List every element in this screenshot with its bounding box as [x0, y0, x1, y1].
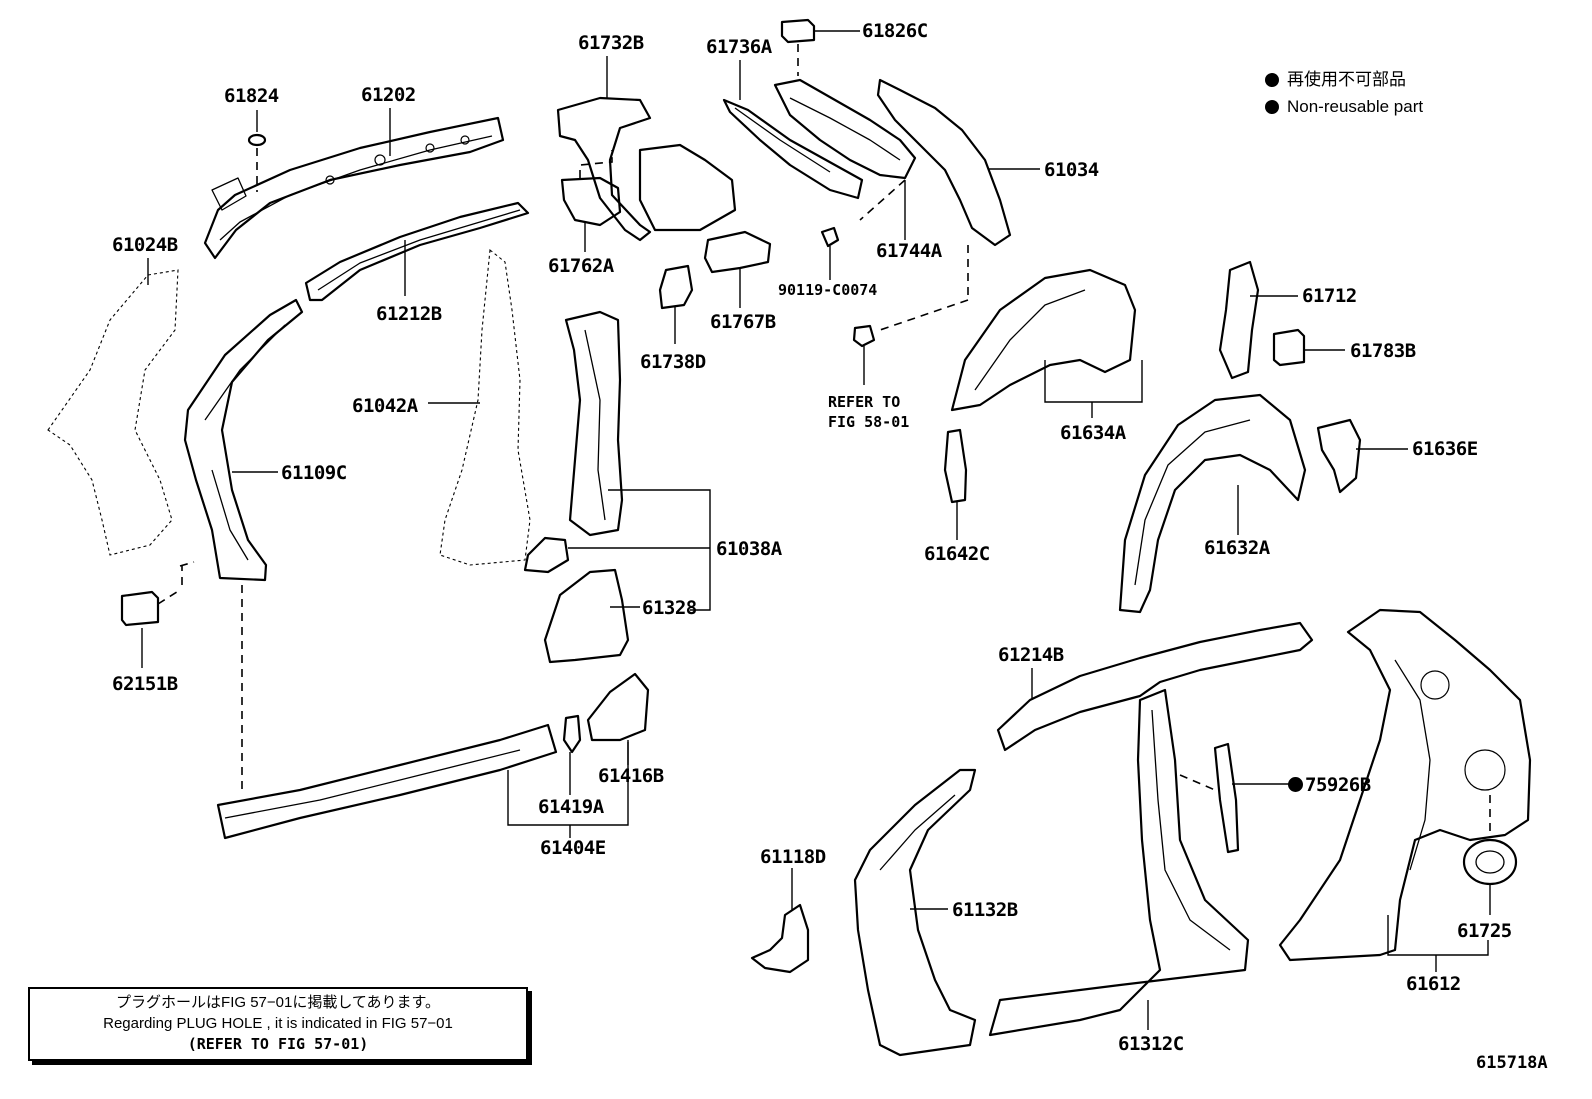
- legend-row-en: Non-reusable part: [1265, 93, 1423, 120]
- part-refer-bolt: [852, 324, 876, 385]
- label-61038A: 61038A: [716, 538, 782, 560]
- part-61132B: [853, 768, 977, 1057]
- label-61762A: 61762A: [548, 255, 614, 277]
- label-61634A: 61634A: [1060, 422, 1126, 444]
- part-75926B: [1179, 742, 1290, 854]
- label-61212B: 61212B: [376, 303, 442, 325]
- part-61419A: [562, 714, 582, 795]
- part-61024B: [47, 269, 179, 556]
- part-61312C: [988, 688, 1250, 1037]
- label-61214B: 61214B: [998, 644, 1064, 666]
- label-61612: 61612: [1406, 973, 1461, 995]
- part-61712: [1218, 260, 1298, 380]
- label-61202: 61202: [361, 84, 416, 106]
- label-61736A: 61736A: [706, 36, 772, 58]
- label-61404E: 61404E: [540, 837, 606, 859]
- plug-hole-note: プラグホールはFIG 57−01に掲載してあります。 Regarding PLU…: [28, 987, 528, 1061]
- refer-line-1: REFER TO: [828, 393, 901, 411]
- part-61042A: [439, 248, 531, 566]
- part-61202: [203, 108, 505, 260]
- bullet-icon: [1265, 99, 1279, 114]
- part-90119-C0074: [820, 226, 840, 280]
- note-ref: (REFER TO FIG 57-01): [187, 1035, 369, 1053]
- note-en: Regarding PLUG HOLE , it is indicated in…: [103, 1015, 453, 1032]
- part-61738D: [658, 264, 694, 344]
- bullet-icon: [1265, 72, 1279, 87]
- part-61404E: [216, 585, 629, 840]
- part-61824: [247, 133, 267, 147]
- legend-jp: 再使用不可部品: [1287, 70, 1406, 89]
- part-61744-bracket: [773, 78, 917, 240]
- refer-line-2: FIG 58-01: [828, 413, 910, 431]
- label-61712: 61712: [1302, 285, 1357, 307]
- note-jp: プラグホールはFIG 57−01に掲載してあります。: [116, 994, 440, 1011]
- label-61826C: 61826C: [862, 20, 928, 42]
- figure-id: 615718A: [1476, 1053, 1548, 1073]
- label-61328: 61328: [642, 597, 697, 619]
- label-61824: 61824: [224, 85, 279, 107]
- label-61034: 61034: [1044, 159, 1099, 181]
- part-61736A: [722, 60, 864, 200]
- label-61419A: 61419A: [538, 796, 604, 818]
- label-61738D: 61738D: [640, 351, 706, 373]
- label-61725: 61725: [1457, 920, 1512, 942]
- non-reusable-dot-icon: [1288, 777, 1303, 792]
- part-61034: [876, 78, 1040, 331]
- legend-row-jp: 再使用不可部品: [1265, 66, 1423, 93]
- legend: 再使用不可部品 Non-reusable part: [1265, 66, 1423, 120]
- label-61109C: 61109C: [281, 462, 347, 484]
- label-62151B: 62151B: [112, 673, 178, 695]
- part-61416B: [586, 672, 650, 765]
- label-61744A: 61744A: [876, 240, 942, 262]
- label-61642C: 61642C: [924, 543, 990, 565]
- part-62151B: [120, 561, 195, 668]
- part-61118D: [750, 868, 810, 974]
- label-90119-C0074: 90119-C0074: [778, 281, 878, 299]
- part-61636E: [1316, 418, 1408, 494]
- part-61038A: [523, 310, 711, 611]
- part-61214B: [996, 621, 1314, 752]
- label-61042A: 61042A: [352, 395, 418, 417]
- part-61612: [1278, 608, 1532, 972]
- label-61312C: 61312C: [1118, 1033, 1184, 1055]
- part-61328: [543, 568, 640, 664]
- label-75926B: 75926B: [1288, 776, 1371, 795]
- part-61212B: [304, 201, 530, 302]
- label-61732B: 61732B: [578, 32, 644, 54]
- part-61725: [1462, 795, 1518, 915]
- part-61109C: [183, 298, 304, 582]
- label-61132B: 61132B: [952, 899, 1018, 921]
- label-61416B: 61416B: [598, 765, 664, 787]
- part-61634A: [950, 268, 1143, 418]
- label-61024B: 61024B: [112, 234, 178, 256]
- part-61767B: [703, 230, 772, 308]
- label-61767B: 61767B: [710, 311, 776, 333]
- label-61118D: 61118D: [760, 846, 826, 868]
- label-61783B: 61783B: [1350, 340, 1416, 362]
- part-61642C: [943, 428, 968, 540]
- part-61826C: [780, 18, 860, 76]
- part-61732B: [556, 56, 737, 242]
- label-61632A: 61632A: [1204, 537, 1270, 559]
- refer-note: REFER TO FIG 58-01: [828, 392, 909, 432]
- label-61636E: 61636E: [1412, 438, 1478, 460]
- part-61762A: [560, 150, 622, 252]
- legend-en: Non-reusable part: [1287, 97, 1424, 116]
- label-75926B-text: 75926B: [1305, 774, 1371, 796]
- part-61632A: [1118, 393, 1307, 614]
- part-61783B: [1272, 328, 1345, 367]
